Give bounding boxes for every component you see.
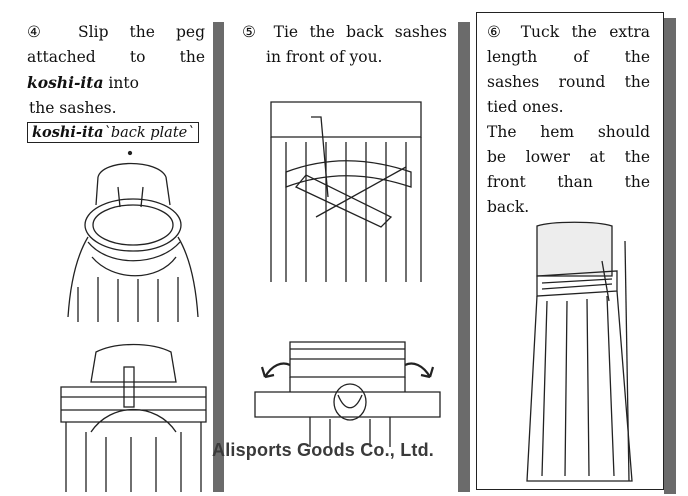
- front-knot-illustration: [254, 341, 441, 447]
- note-term: koshi-ita: [32, 124, 104, 141]
- panel2-shadow: [458, 22, 470, 492]
- step4-line3: koshi-ita into: [27, 70, 205, 96]
- step6-line4: tied ones.: [487, 98, 564, 116]
- note-rest: `back plate`: [103, 125, 195, 141]
- step4-line2: attached to the: [27, 48, 205, 66]
- step4-line3-rest: into: [103, 74, 139, 92]
- step6-line3: sashes round the: [487, 73, 650, 91]
- panel-step-4: ④ Slip the peg attached to the koshi-ita…: [18, 12, 213, 492]
- step4-line1: ④ Slip the peg: [27, 23, 205, 41]
- step5-line2: in front of you.: [266, 48, 383, 66]
- step5-line1: ⑤ Tie the back sashes: [242, 23, 447, 41]
- step4-term: koshi-ita: [27, 73, 104, 92]
- step4-text: ④ Slip the peg attached to the koshi-ita…: [27, 20, 205, 121]
- panel-step-6: ⑥ Tuck the extra length of the sashes ro…: [476, 12, 664, 490]
- hakama-side-illustration: [526, 221, 633, 482]
- step6-line5: The hem should: [487, 123, 650, 141]
- panel-step-5: ⑤ Tie the back sashes in front of you.: [230, 12, 458, 492]
- panel1-shadow: [212, 22, 224, 492]
- step6-line6: be lower at the: [487, 148, 650, 166]
- step4-line4: the sashes.: [29, 99, 117, 117]
- koshi-ita-illustration: [67, 150, 199, 322]
- step6-line2: length of the: [487, 48, 650, 66]
- watermark: Alisports Goods Co., Ltd.: [212, 440, 434, 460]
- step6-text: ⑥ Tuck the extra length of the sashes ro…: [487, 20, 650, 220]
- sash-tie-illustration: [60, 343, 207, 492]
- step6-line8: back.: [487, 198, 530, 216]
- back-sash-illustration: [270, 101, 422, 282]
- step5-text: ⑤ Tie the back sashes in front of you.: [242, 20, 447, 70]
- back-plate-note: koshi-ita`back plate`: [27, 122, 200, 143]
- panel3-shadow: [664, 18, 676, 494]
- step6-line1: ⑥ Tuck the extra: [487, 23, 650, 41]
- step6-line7: front than the: [487, 173, 650, 191]
